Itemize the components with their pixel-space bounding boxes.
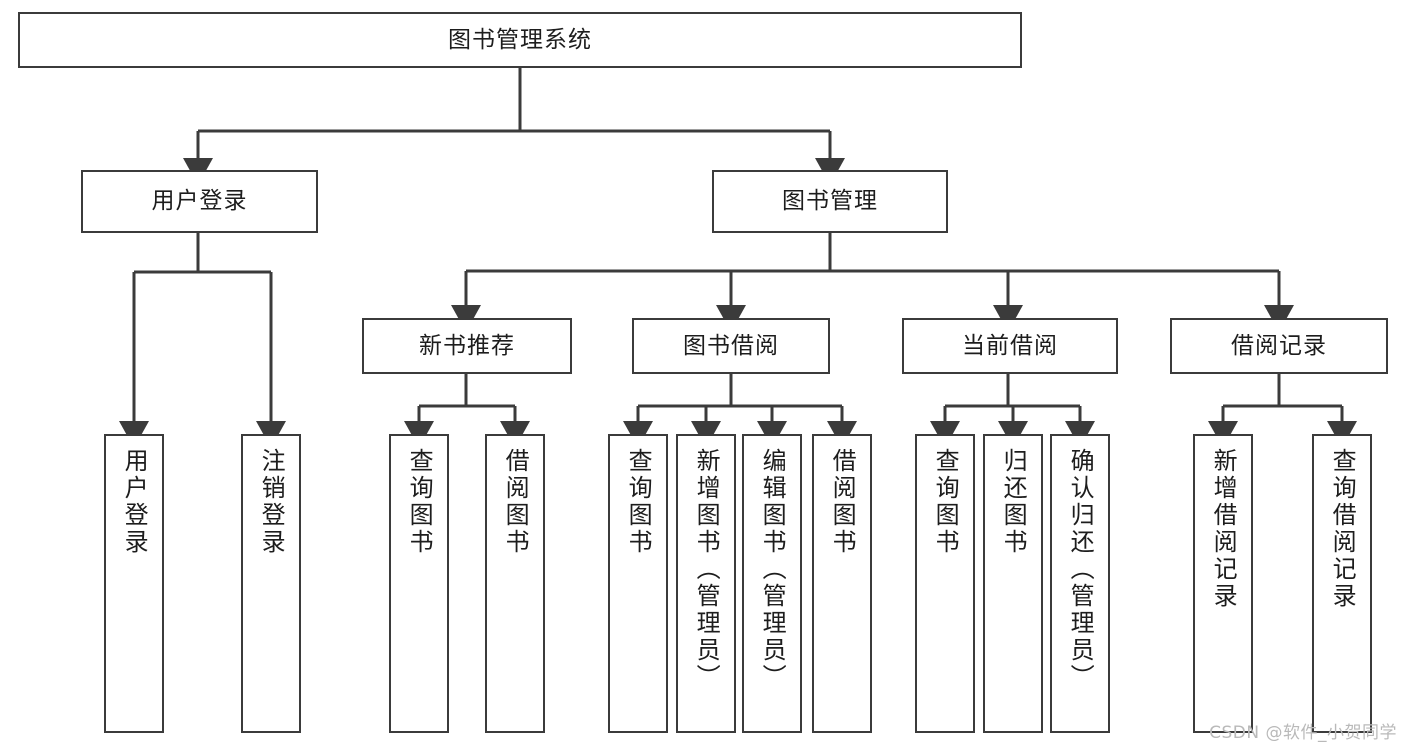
- node-leaf-br-add[interactable]: 新增借阅记录: [1193, 434, 1253, 733]
- node-leaf-nbr-query-label: 查询图书: [405, 448, 434, 556]
- node-root[interactable]: 图书管理系统: [18, 12, 1022, 68]
- node-book-management[interactable]: 图书管理: [712, 170, 948, 233]
- csdn-watermark: CSDN @软件_小贺同学: [1209, 723, 1397, 743]
- node-book-borrow-label: 图书借阅: [683, 332, 779, 359]
- node-leaf-cb-query-label: 查询图书: [931, 448, 960, 556]
- node-leaf-cb-confirm[interactable]: 确认归还（管理员）: [1050, 434, 1110, 733]
- node-leaf-user-login-label: 用户登录: [120, 448, 149, 556]
- node-root-label: 图书管理系统: [448, 26, 592, 53]
- node-leaf-nbr-query[interactable]: 查询图书: [389, 434, 449, 733]
- node-borrow-record[interactable]: 借阅记录: [1170, 318, 1388, 374]
- node-leaf-bb-add[interactable]: 新增图书（管理员）: [676, 434, 736, 733]
- node-current-borrow[interactable]: 当前借阅: [902, 318, 1118, 374]
- node-new-book-recommend[interactable]: 新书推荐: [362, 318, 572, 374]
- node-leaf-bb-query-label: 查询图书: [624, 448, 653, 556]
- node-user-login-label: 用户登录: [151, 188, 248, 215]
- node-leaf-cb-query[interactable]: 查询图书: [915, 434, 975, 733]
- node-leaf-nbr-borrow-label: 借阅图书: [501, 448, 530, 556]
- node-leaf-user-logout-label: 注销登录: [257, 448, 286, 556]
- node-leaf-bb-add-label: 新增图书（管理员）: [692, 448, 721, 691]
- node-new-book-recommend-label: 新书推荐: [419, 332, 515, 359]
- node-leaf-user-logout[interactable]: 注销登录: [241, 434, 301, 733]
- node-leaf-bb-borrow[interactable]: 借阅图书: [812, 434, 872, 733]
- node-borrow-record-label: 借阅记录: [1231, 332, 1327, 359]
- node-leaf-br-query[interactable]: 查询借阅记录: [1312, 434, 1372, 733]
- node-leaf-bb-edit[interactable]: 编辑图书（管理员）: [742, 434, 802, 733]
- node-book-management-label: 图书管理: [782, 188, 878, 215]
- node-leaf-cb-return-label: 归还图书: [999, 448, 1028, 556]
- node-leaf-bb-edit-label: 编辑图书（管理员）: [758, 448, 787, 691]
- node-leaf-cb-confirm-label: 确认归还（管理员）: [1066, 448, 1095, 691]
- node-leaf-user-login[interactable]: 用户登录: [104, 434, 164, 733]
- node-book-borrow[interactable]: 图书借阅: [632, 318, 830, 374]
- node-leaf-bb-query[interactable]: 查询图书: [608, 434, 668, 733]
- node-leaf-nbr-borrow[interactable]: 借阅图书: [485, 434, 545, 733]
- node-user-login[interactable]: 用户登录: [81, 170, 318, 233]
- node-leaf-br-add-label: 新增借阅记录: [1209, 448, 1238, 610]
- node-current-borrow-label: 当前借阅: [962, 332, 1058, 359]
- node-leaf-cb-return[interactable]: 归还图书: [983, 434, 1043, 733]
- node-leaf-bb-borrow-label: 借阅图书: [828, 448, 857, 556]
- node-leaf-br-query-label: 查询借阅记录: [1328, 448, 1357, 610]
